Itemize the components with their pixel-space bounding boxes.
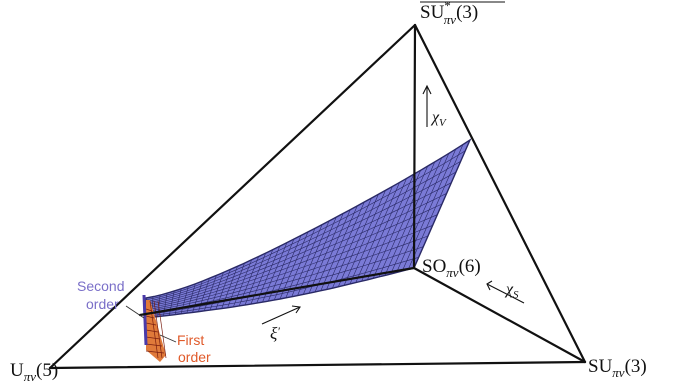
- edge-top-left: [48, 23, 417, 370]
- edge-left-right: [48, 360, 587, 370]
- second-order-label: Second order: [77, 278, 128, 312]
- first-order-grid-line: [157, 300, 167, 359]
- xi-label: ξ′: [270, 324, 280, 343]
- vertex-center-label: SOπν(6): [422, 256, 481, 280]
- surface-outline: [145, 138, 472, 319]
- first-order-fill: [146, 300, 166, 362]
- edge-center-right: [412, 266, 587, 364]
- chi-v-arrow: [422, 84, 432, 127]
- surface-fill: [146, 140, 470, 318]
- chi-s-label: χS: [504, 281, 519, 301]
- edge-center-left: [138, 266, 416, 317]
- first-order-label: First order: [177, 332, 211, 365]
- surface-grid-line: [145, 225, 433, 312]
- second-order-leader: [125, 305, 145, 319]
- first-order-grid-line: [145, 329, 159, 333]
- frame-edges: [48, 23, 587, 370]
- chi-s-arrow: [486, 280, 525, 304]
- vertex-right-label: SUπν(3): [588, 356, 647, 380]
- surface-grid-line: [145, 203, 443, 309]
- xi-arrow: [261, 305, 301, 325]
- edge-top-right: [413, 23, 587, 364]
- first-order-leader: [159, 334, 177, 343]
- first-order-grid-line: [145, 336, 161, 340]
- surface-grid-line: [145, 171, 457, 304]
- surface-grid-line: [145, 161, 461, 302]
- chi-v-label: χV: [430, 109, 447, 129]
- first-order-region: [145, 300, 167, 362]
- edge-top-center: [412, 23, 417, 270]
- second-order-surface: [145, 138, 472, 319]
- first-order-grid-line: [153, 300, 163, 359]
- first-order-grid-line: [145, 343, 163, 347]
- surface-grid-line: [145, 214, 438, 310]
- surface-grid-line: [145, 193, 447, 307]
- surface-grid-line: [145, 182, 452, 305]
- surface-grid-line: [145, 246, 424, 315]
- first-order-grid-line: [145, 322, 157, 326]
- second-order-line: [142, 294, 148, 346]
- first-order-grid-line: [145, 308, 153, 312]
- first-order-grid: [145, 300, 167, 359]
- surface-grid-line: [145, 150, 466, 300]
- vertex-left-label: Uπν(5): [10, 360, 58, 381]
- first-order-grid-line: [149, 300, 159, 359]
- surface-grid-line: [145, 257, 419, 317]
- vertex-top-label: SU*πν(3): [420, 0, 478, 27]
